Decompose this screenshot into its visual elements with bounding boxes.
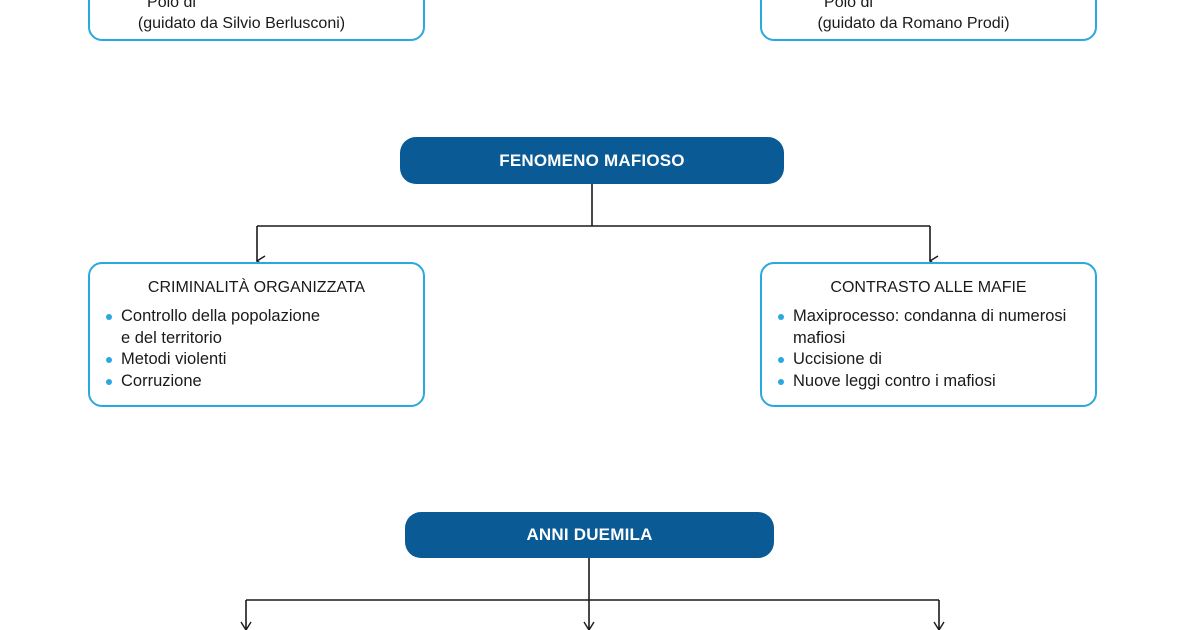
- criminalita-list: Controllo della popolazione e del territ…: [90, 306, 423, 392]
- list-item: Maxiprocesso: condanna di numerosi mafio…: [778, 306, 1095, 349]
- list-item-text: Maxiprocesso: condanna di numerosi: [793, 307, 1067, 325]
- list-item: Corruzione: [106, 371, 423, 393]
- criminalita-box: CRIMINALITÀ ORGANIZZATA Controllo della …: [88, 262, 425, 407]
- criminalita-heading: CRIMINALITÀ ORGANIZZATA: [147, 279, 366, 296]
- list-item-text: Uccisione di: [793, 350, 882, 368]
- polo-right-box: Polo di (guidato da Romano Prodi): [760, 0, 1097, 41]
- contrasto-list: Maxiprocesso: condanna di numerosi mafio…: [762, 306, 1095, 392]
- fenomeno-mafioso-title: FENOMENO MAFIOSO: [400, 137, 784, 184]
- arrowhead-duemila-left: [240, 621, 252, 630]
- list-item: Uccisione di: [778, 349, 1095, 371]
- arrowhead-duemila-right: [933, 621, 945, 630]
- polo-left-line2: (guidato da Silvio Berlusconi): [137, 15, 346, 32]
- polo-right-line2: (guidato da Romano Prodi): [817, 15, 1010, 32]
- list-item-text: Nuove leggi contro i mafiosi: [793, 371, 996, 390]
- list-item-text: Corruzione: [121, 371, 202, 390]
- anni-duemila-title: ANNI DUEMILA: [405, 512, 774, 558]
- polo-right-line1: Polo di: [824, 0, 873, 11]
- polo-left-box: Polo di (guidato da Silvio Berlusconi): [88, 0, 425, 41]
- list-item: Nuove leggi contro i mafiosi: [778, 371, 1095, 393]
- arrowhead-duemila-center: [583, 621, 595, 630]
- contrasto-box: CONTRASTO ALLE MAFIE Maxiprocesso: conda…: [760, 262, 1097, 407]
- contrasto-heading: CONTRASTO ALLE MAFIE: [830, 279, 1027, 296]
- list-item: Metodi violenti: [106, 349, 423, 371]
- list-item-text: Metodi violenti: [121, 350, 227, 368]
- list-item-text: Controllo della popolazione: [121, 307, 321, 325]
- polo-left-line1: Polo di: [147, 0, 196, 11]
- list-item-text-cont: mafiosi: [793, 328, 846, 347]
- list-item-text-cont: e del territorio: [121, 328, 222, 347]
- list-item: Controllo della popolazione e del territ…: [106, 306, 423, 349]
